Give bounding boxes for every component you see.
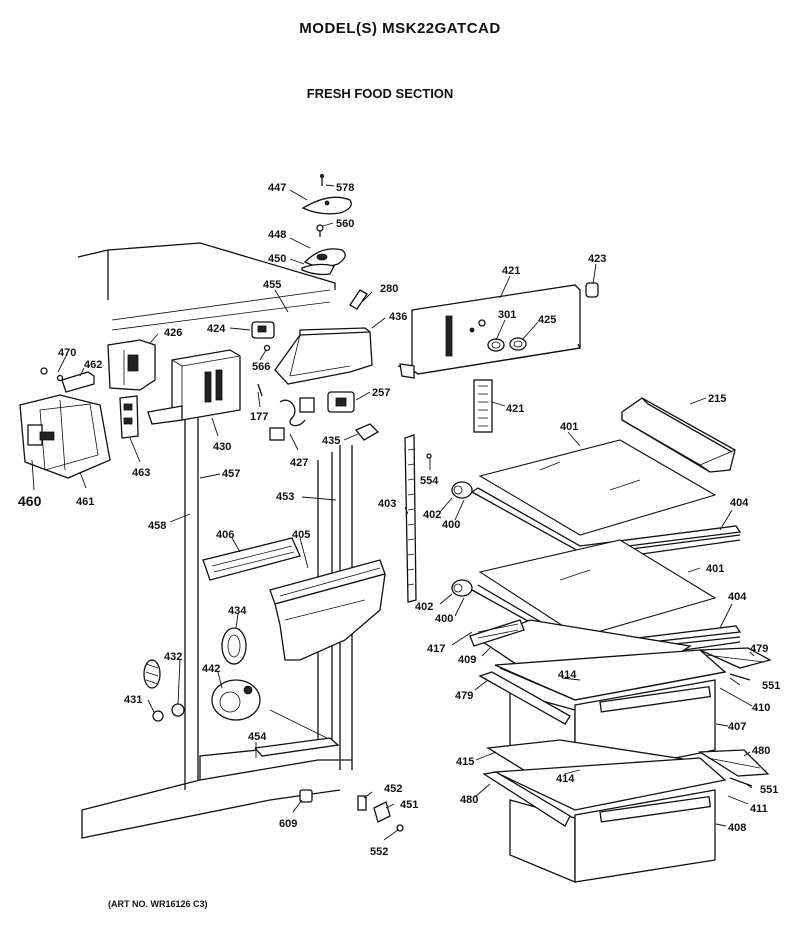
light-shield-assembly	[301, 173, 352, 276]
callout-566: 566	[252, 361, 270, 373]
crisper-drawer-lower	[482, 749, 770, 883]
callout-479-right: 479	[750, 643, 768, 655]
air-grille-406	[202, 537, 301, 581]
shelf-ladder-403	[404, 434, 432, 603]
callout-411: 411	[750, 803, 768, 815]
dairy-bin-215	[621, 397, 736, 473]
bottom-hardware	[299, 789, 404, 832]
callout-301: 301	[498, 309, 516, 321]
wiring-harness-427	[269, 391, 380, 441]
callout-455: 455	[263, 279, 281, 291]
section-subtitle: FRESH FOOD SECTION	[306, 86, 454, 101]
callout-431: 431	[124, 694, 142, 706]
callout-402-lower: 402	[415, 601, 433, 613]
callout-423: 423	[588, 253, 606, 265]
callout-462: 462	[84, 359, 102, 371]
callout-404-lower: 404	[728, 591, 747, 603]
fan-components	[143, 627, 261, 722]
callout-401-upper: 401	[560, 421, 578, 433]
control-box-430	[147, 349, 241, 425]
callout-424: 424	[207, 323, 226, 335]
callout-554: 554	[420, 475, 439, 487]
callout-552: 552	[370, 846, 388, 858]
callout-407: 407	[728, 721, 746, 733]
callout-463: 463	[132, 467, 150, 479]
air-duct-436	[274, 327, 373, 385]
callout-427: 427	[290, 457, 308, 469]
callout-435: 435	[322, 435, 340, 447]
callout-280: 280	[380, 283, 398, 295]
callout-404-upper: 404	[730, 497, 749, 509]
callout-403: 403	[378, 498, 396, 510]
callout-409: 409	[458, 654, 476, 666]
callout-451: 451	[400, 799, 418, 811]
callout-480-right: 480	[752, 745, 770, 757]
callout-430: 430	[213, 441, 231, 453]
page-title: MODEL(S) MSK22GATCAD	[299, 20, 501, 37]
callout-408: 408	[728, 822, 746, 834]
callout-434: 434	[228, 605, 247, 617]
callout-447: 447	[268, 182, 286, 194]
callout-551-lower: 551	[760, 784, 778, 796]
callout-426: 426	[164, 327, 182, 339]
leader-lines	[31, 184, 755, 841]
callout-461: 461	[76, 496, 94, 508]
callout-448: 448	[268, 229, 286, 241]
callout-257: 257	[372, 387, 390, 399]
callout-425: 425	[538, 314, 556, 326]
callout-578: 578	[336, 182, 354, 194]
callout-406: 406	[216, 529, 234, 541]
callout-414-upper: 414	[558, 669, 577, 681]
callout-215: 215	[708, 393, 726, 405]
callout-410: 410	[752, 702, 770, 714]
callout-460: 460	[18, 493, 42, 509]
callout-402-upper: 402	[423, 509, 441, 521]
part-280	[349, 289, 368, 310]
callout-405: 405	[292, 529, 310, 541]
callout-450: 450	[268, 253, 286, 265]
art-number: (ART NO. WR16126 C3)	[108, 899, 208, 909]
callout-400-lower: 400	[435, 613, 453, 625]
control-housing-left	[19, 339, 156, 479]
callout-479-left: 479	[455, 690, 473, 702]
callout-551-upper: 551	[762, 680, 780, 692]
callout-470: 470	[58, 347, 76, 359]
callout-442: 442	[202, 663, 220, 675]
callout-177: 177	[250, 411, 268, 423]
callout-labels: 447 578 560 448 450 455 280 436 424 426 …	[18, 182, 780, 858]
callout-458: 458	[148, 520, 166, 532]
fan-housing-405	[269, 559, 386, 661]
callout-453: 453	[276, 491, 294, 503]
callout-609: 609	[279, 818, 297, 830]
callout-400-upper: 400	[442, 519, 460, 531]
callout-421-bottom: 421	[506, 403, 524, 415]
callout-480-left: 480	[460, 794, 478, 806]
callout-417: 417	[427, 643, 445, 655]
callout-415: 415	[456, 756, 474, 768]
callout-452: 452	[384, 783, 402, 795]
callout-432: 432	[164, 651, 182, 663]
callout-436: 436	[389, 311, 407, 323]
callout-421-top: 421	[502, 265, 520, 277]
callout-401-lower: 401	[706, 563, 724, 575]
callout-414-lower: 414	[556, 773, 575, 785]
thermostat-components	[251, 321, 275, 397]
callout-457: 457	[222, 468, 240, 480]
callout-560: 560	[336, 218, 354, 230]
control-panel-421	[397, 282, 599, 433]
callout-454: 454	[248, 731, 267, 743]
